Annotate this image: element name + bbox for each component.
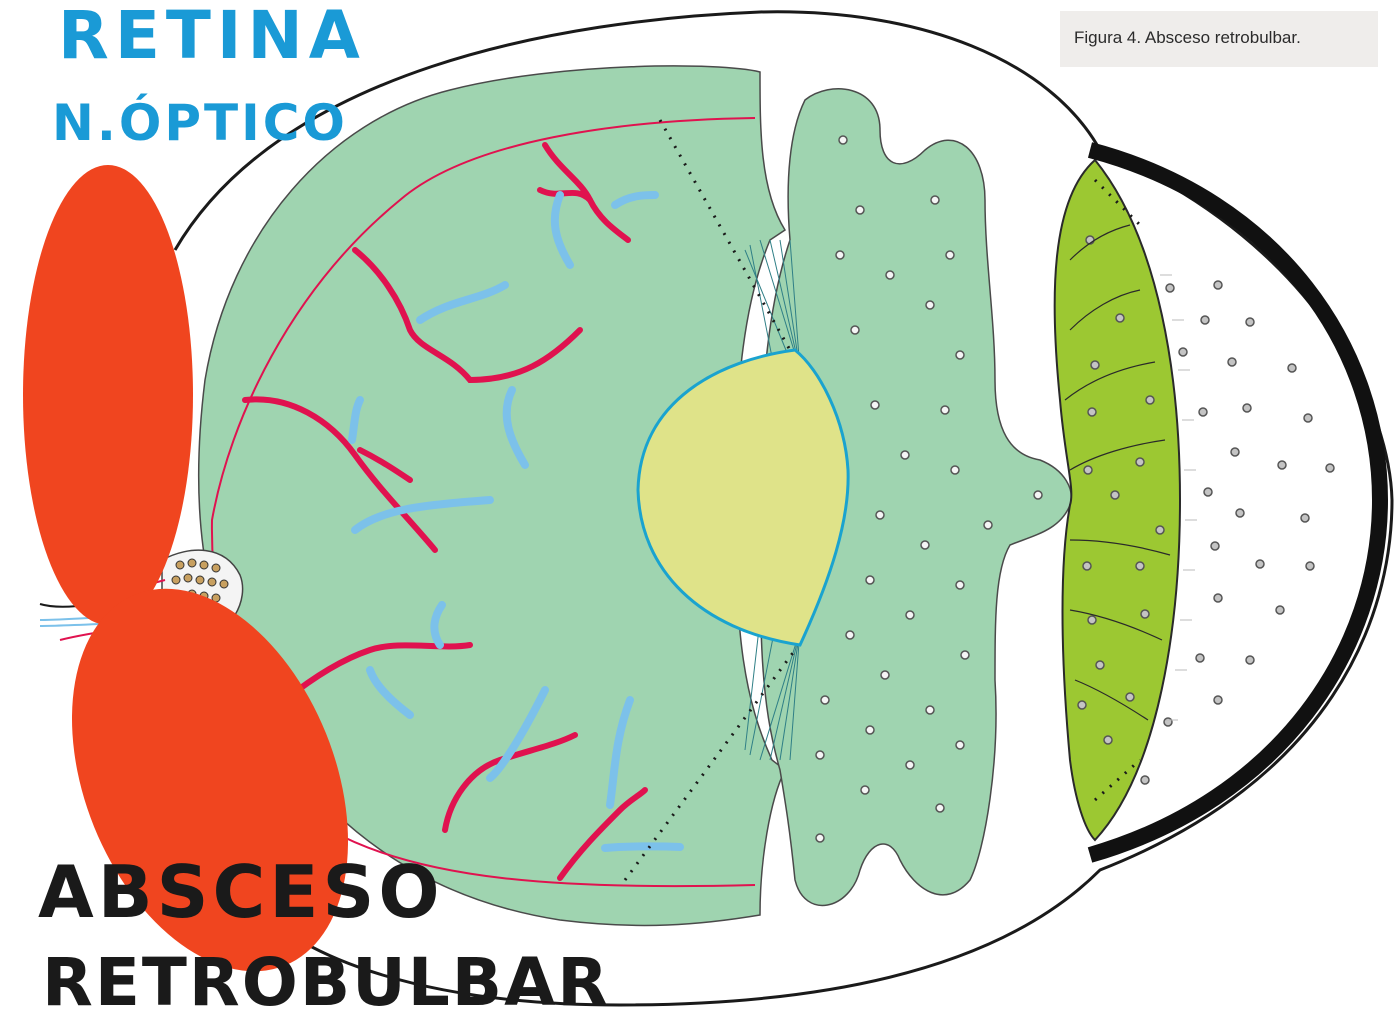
iris — [1055, 160, 1180, 840]
abscess-upper-lobe — [23, 165, 193, 625]
title-retina: RETINA — [58, 3, 366, 69]
caption-box: Figura 4. Absceso retrobulbar. — [1060, 11, 1378, 67]
title-optic-nerve: N.ÓPTICO — [52, 98, 348, 148]
title-retrobulbar: RETROBULBAR — [42, 950, 610, 1016]
figure-caption: Figura 4. Absceso retrobulbar. — [1074, 28, 1301, 48]
title-abscess: ABSCESO — [38, 856, 444, 928]
